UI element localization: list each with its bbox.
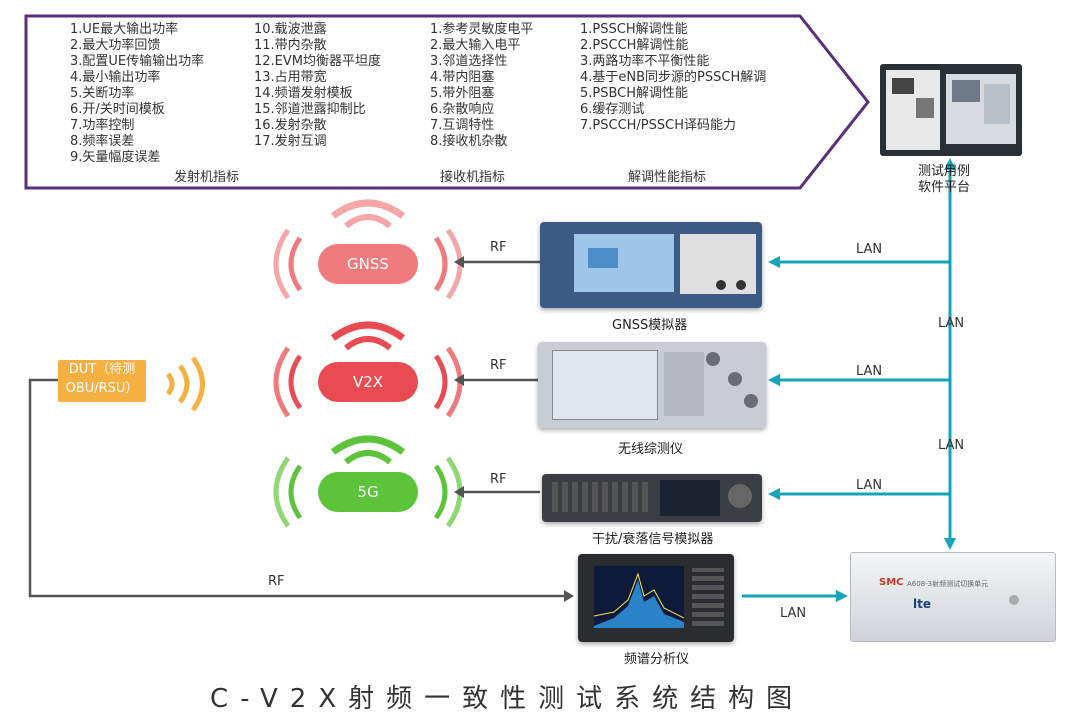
indicator-item: 3.配置UE传输输出功率 <box>70 54 204 70</box>
gnss-simulator-device <box>540 222 762 308</box>
indicator-item: 2.最大输入电平 <box>430 38 533 54</box>
lan-links <box>742 158 956 602</box>
rf-label-v2x: RF <box>490 358 507 373</box>
indicator-item: 5.PSBCH解调性能 <box>580 86 766 102</box>
rf-label-analyzer: RF <box>268 574 285 589</box>
software-platform-label: 测试用例 软件平台 <box>918 164 970 196</box>
indicator-item: 1.UE最大输出功率 <box>70 22 204 38</box>
switch-brand: SMC <box>879 577 904 588</box>
indicator-item: 2.PSCCH解调性能 <box>580 38 766 54</box>
demod-category-label: 解调性能指标 <box>628 166 706 185</box>
indicator-item: 15.邻道泄露抑制比 <box>254 102 381 118</box>
indicator-item: 1.参考灵敏度电平 <box>430 22 533 38</box>
indicator-item: 3.两路功率不平衡性能 <box>580 54 766 70</box>
lan-label-gnss: LAN <box>856 242 882 257</box>
lan-label-switch: LAN <box>780 606 806 621</box>
indicator-item: 6.开/关时间模板 <box>70 102 204 118</box>
indicator-item: 9.矢量幅度误差 <box>70 150 204 166</box>
spectrum-analyzer-label: 频谱分析仪 <box>624 648 689 667</box>
indicator-item: 6.缓存测试 <box>580 102 766 118</box>
indicator-item: 10.载波泄露 <box>254 22 381 38</box>
wireless-tester-label: 无线综测仪 <box>618 438 683 457</box>
indicator-item: 14.频谱发射模板 <box>254 86 381 102</box>
dut-signal-icon <box>168 358 203 410</box>
indicator-item: 6.杂散响应 <box>430 102 533 118</box>
indicator-item: 1.PSSCH解调性能 <box>580 22 766 38</box>
diagram-title: C-V2X射频一致性测试系统结构图 <box>210 678 804 715</box>
dut-box: DUT（待测 OBU/RSU） <box>58 360 146 402</box>
indicator-item: 5.关断功率 <box>70 86 204 102</box>
v2x-signal-badge: V2X <box>318 362 418 402</box>
rf-switch-unit: SMC A608-3射频测试切换单元 lte <box>850 552 1056 642</box>
indicator-item: 3.邻道选择性 <box>430 54 533 70</box>
gnss-simulator-label: GNSS模拟器 <box>612 314 687 333</box>
software-platform-monitor <box>880 64 1022 156</box>
indicator-item: 12.EVM均衡器平坦度 <box>254 54 381 70</box>
switch-model: A608-3射频测试切换单元 <box>907 579 988 589</box>
indicator-item: 4.带内阻塞 <box>430 70 533 86</box>
rx-category-label: 接收机指标 <box>440 166 505 185</box>
gnss-signal-badge: GNSS <box>318 244 418 284</box>
rf-links <box>30 256 574 602</box>
rf-label-gnss: RF <box>490 240 507 255</box>
lan-label-vertical-1: LAN <box>938 316 964 331</box>
indicator-item: 16.发射杂散 <box>254 118 381 134</box>
lan-label-vertical-2: LAN <box>938 438 964 453</box>
lan-label-v2x: LAN <box>856 364 882 379</box>
tx-category-label: 发射机指标 <box>174 166 239 185</box>
indicator-item: 8.频率误差 <box>70 134 204 150</box>
fading-simulator-device <box>542 474 762 522</box>
fiveg-signal-badge: 5G <box>318 472 418 512</box>
indicator-item: 7.功率控制 <box>70 118 204 134</box>
indicator-item: 8.接收机杂散 <box>430 134 533 150</box>
spectrum-analyzer-device <box>578 554 734 642</box>
indicator-item: 5.带外阻塞 <box>430 86 533 102</box>
indicator-item: 13.占用带宽 <box>254 70 381 86</box>
rf-label-5g: RF <box>490 472 507 487</box>
indicator-item: 7.PSCCH/PSSCH译码能力 <box>580 118 766 134</box>
lan-label-5g: LAN <box>856 478 882 493</box>
indicator-item: 4.基于eNB同步源的PSSCH解调 <box>580 70 766 86</box>
fading-simulator-label: 干扰/衰落信号模拟器 <box>592 528 713 547</box>
indicator-item: 17.发射互调 <box>254 134 381 150</box>
indicator-item: 2.最大功率回馈 <box>70 38 204 54</box>
indicator-item: 11.带内杂散 <box>254 38 381 54</box>
wireless-tester-device <box>538 342 766 428</box>
switch-logo: lte <box>913 597 931 611</box>
indicator-item: 4.最小输出功率 <box>70 70 204 86</box>
indicator-item: 7.互调特性 <box>430 118 533 134</box>
